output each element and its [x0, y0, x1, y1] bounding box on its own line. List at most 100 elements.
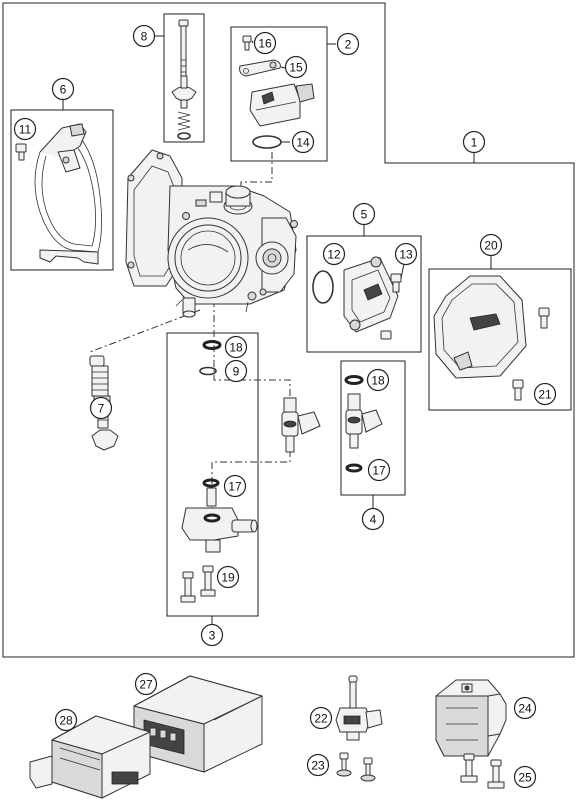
callout-1: 1 — [462, 130, 486, 154]
callout-circle — [352, 202, 376, 226]
callout-24: 24 — [513, 696, 537, 720]
callout-number: 25 — [518, 771, 532, 785]
callout-16: 16 — [253, 31, 277, 55]
main-assembly-frame — [2, 2, 575, 658]
throttle-body-drawing — [125, 149, 298, 318]
callout-circle — [200, 623, 224, 647]
leader-16 — [251, 40, 254, 44]
callout-28: 28 — [54, 708, 78, 732]
callout-circle — [322, 242, 346, 266]
callout-21: 21 — [533, 382, 557, 406]
group-box-2 — [230, 26, 328, 162]
callout-20: 20 — [479, 233, 503, 257]
callout-circle — [306, 753, 330, 777]
callout-15: 15 — [284, 55, 308, 79]
screws-23-drawing — [336, 752, 376, 782]
callout-circle — [134, 672, 158, 696]
tps-kit-drawing — [239, 35, 315, 149]
callout-circle — [13, 117, 37, 141]
callout-circle — [361, 507, 385, 531]
assembly-line-injector — [213, 300, 291, 400]
callout-number: 18 — [229, 341, 243, 355]
callout-3: 3 — [200, 623, 224, 647]
callout-circle — [224, 359, 248, 383]
callout-circle — [533, 382, 557, 406]
callout-number: 7 — [98, 402, 105, 416]
callout-number: 18 — [371, 374, 385, 388]
callout-number: 17 — [228, 480, 242, 494]
callout-circle — [336, 32, 360, 56]
sensor-24-drawing — [435, 679, 507, 757]
callout-number: 14 — [296, 136, 310, 150]
callout-18: 18 — [224, 335, 248, 359]
assembly-line-injector-low — [211, 450, 291, 520]
sensor-cover-drawing — [433, 275, 550, 401]
callout-12: 12 — [322, 242, 346, 266]
callout-circle — [366, 368, 390, 392]
callout-number: 16 — [258, 37, 272, 51]
callout-17: 17 — [223, 474, 247, 498]
callout-5: 5 — [352, 202, 376, 226]
callout-2: 2 — [336, 32, 360, 56]
control-unit-28-drawing — [29, 715, 151, 799]
callout-number: 9 — [233, 365, 240, 379]
callout-number: 17 — [372, 464, 386, 478]
callout-circle — [367, 458, 391, 482]
callout-19: 19 — [216, 565, 240, 589]
callout-circle — [462, 130, 486, 154]
callout-22: 22 — [309, 706, 333, 730]
callout-circle — [51, 77, 75, 101]
callout-number: 24 — [518, 702, 532, 716]
callout-number: 20 — [484, 239, 498, 253]
callout-13: 13 — [394, 242, 418, 266]
callout-circle — [132, 24, 156, 48]
callout-4: 4 — [361, 507, 385, 531]
callout-number: 27 — [139, 678, 153, 692]
callout-number: 1 — [471, 136, 478, 150]
callout-circle — [309, 706, 333, 730]
callout-8: 8 — [132, 24, 156, 48]
callout-number: 11 — [19, 123, 32, 137]
callout-25: 25 — [513, 765, 537, 789]
callout-number: 8 — [141, 30, 148, 44]
callout-circle — [216, 565, 240, 589]
callout-circle — [223, 474, 247, 498]
assembly-line-idle — [89, 309, 201, 353]
callout-number: 23 — [311, 759, 325, 773]
callout-circle — [513, 696, 537, 720]
callout-18: 18 — [366, 368, 390, 392]
callout-6: 6 — [51, 77, 75, 101]
group-box-6 — [10, 109, 114, 271]
callout-23: 23 — [306, 753, 330, 777]
group-box-20 — [428, 268, 572, 411]
callout-circle — [284, 55, 308, 79]
callout-number: 19 — [221, 571, 235, 585]
sensor-22-drawing — [335, 675, 383, 741]
leader-13 — [400, 263, 405, 279]
bracket-kit-drawing — [15, 123, 102, 265]
callout-number: 21 — [538, 388, 552, 402]
callout-circle — [479, 233, 503, 257]
stop-screw-kit-drawing — [171, 19, 197, 140]
callout-14: 14 — [291, 130, 315, 154]
bolts-25-drawing — [460, 753, 505, 789]
map-sensor-kit-drawing — [312, 256, 402, 340]
callout-number: 6 — [60, 83, 67, 97]
callout-27: 27 — [134, 672, 158, 696]
callout-number: 2 — [345, 38, 352, 52]
callout-circle — [253, 31, 277, 55]
callout-number: 13 — [399, 248, 413, 262]
callout-circle — [513, 765, 537, 789]
callout-number: 28 — [59, 714, 73, 728]
callout-circle — [224, 335, 248, 359]
callout-9: 9 — [224, 359, 248, 383]
callout-circle — [89, 396, 113, 420]
injector-drawing — [344, 375, 383, 473]
callout-number: 15 — [289, 61, 303, 75]
callout-11: 11 — [13, 117, 37, 141]
control-unit-27-drawing — [133, 675, 263, 773]
callout-circle — [291, 130, 315, 154]
callout-circle — [394, 242, 418, 266]
